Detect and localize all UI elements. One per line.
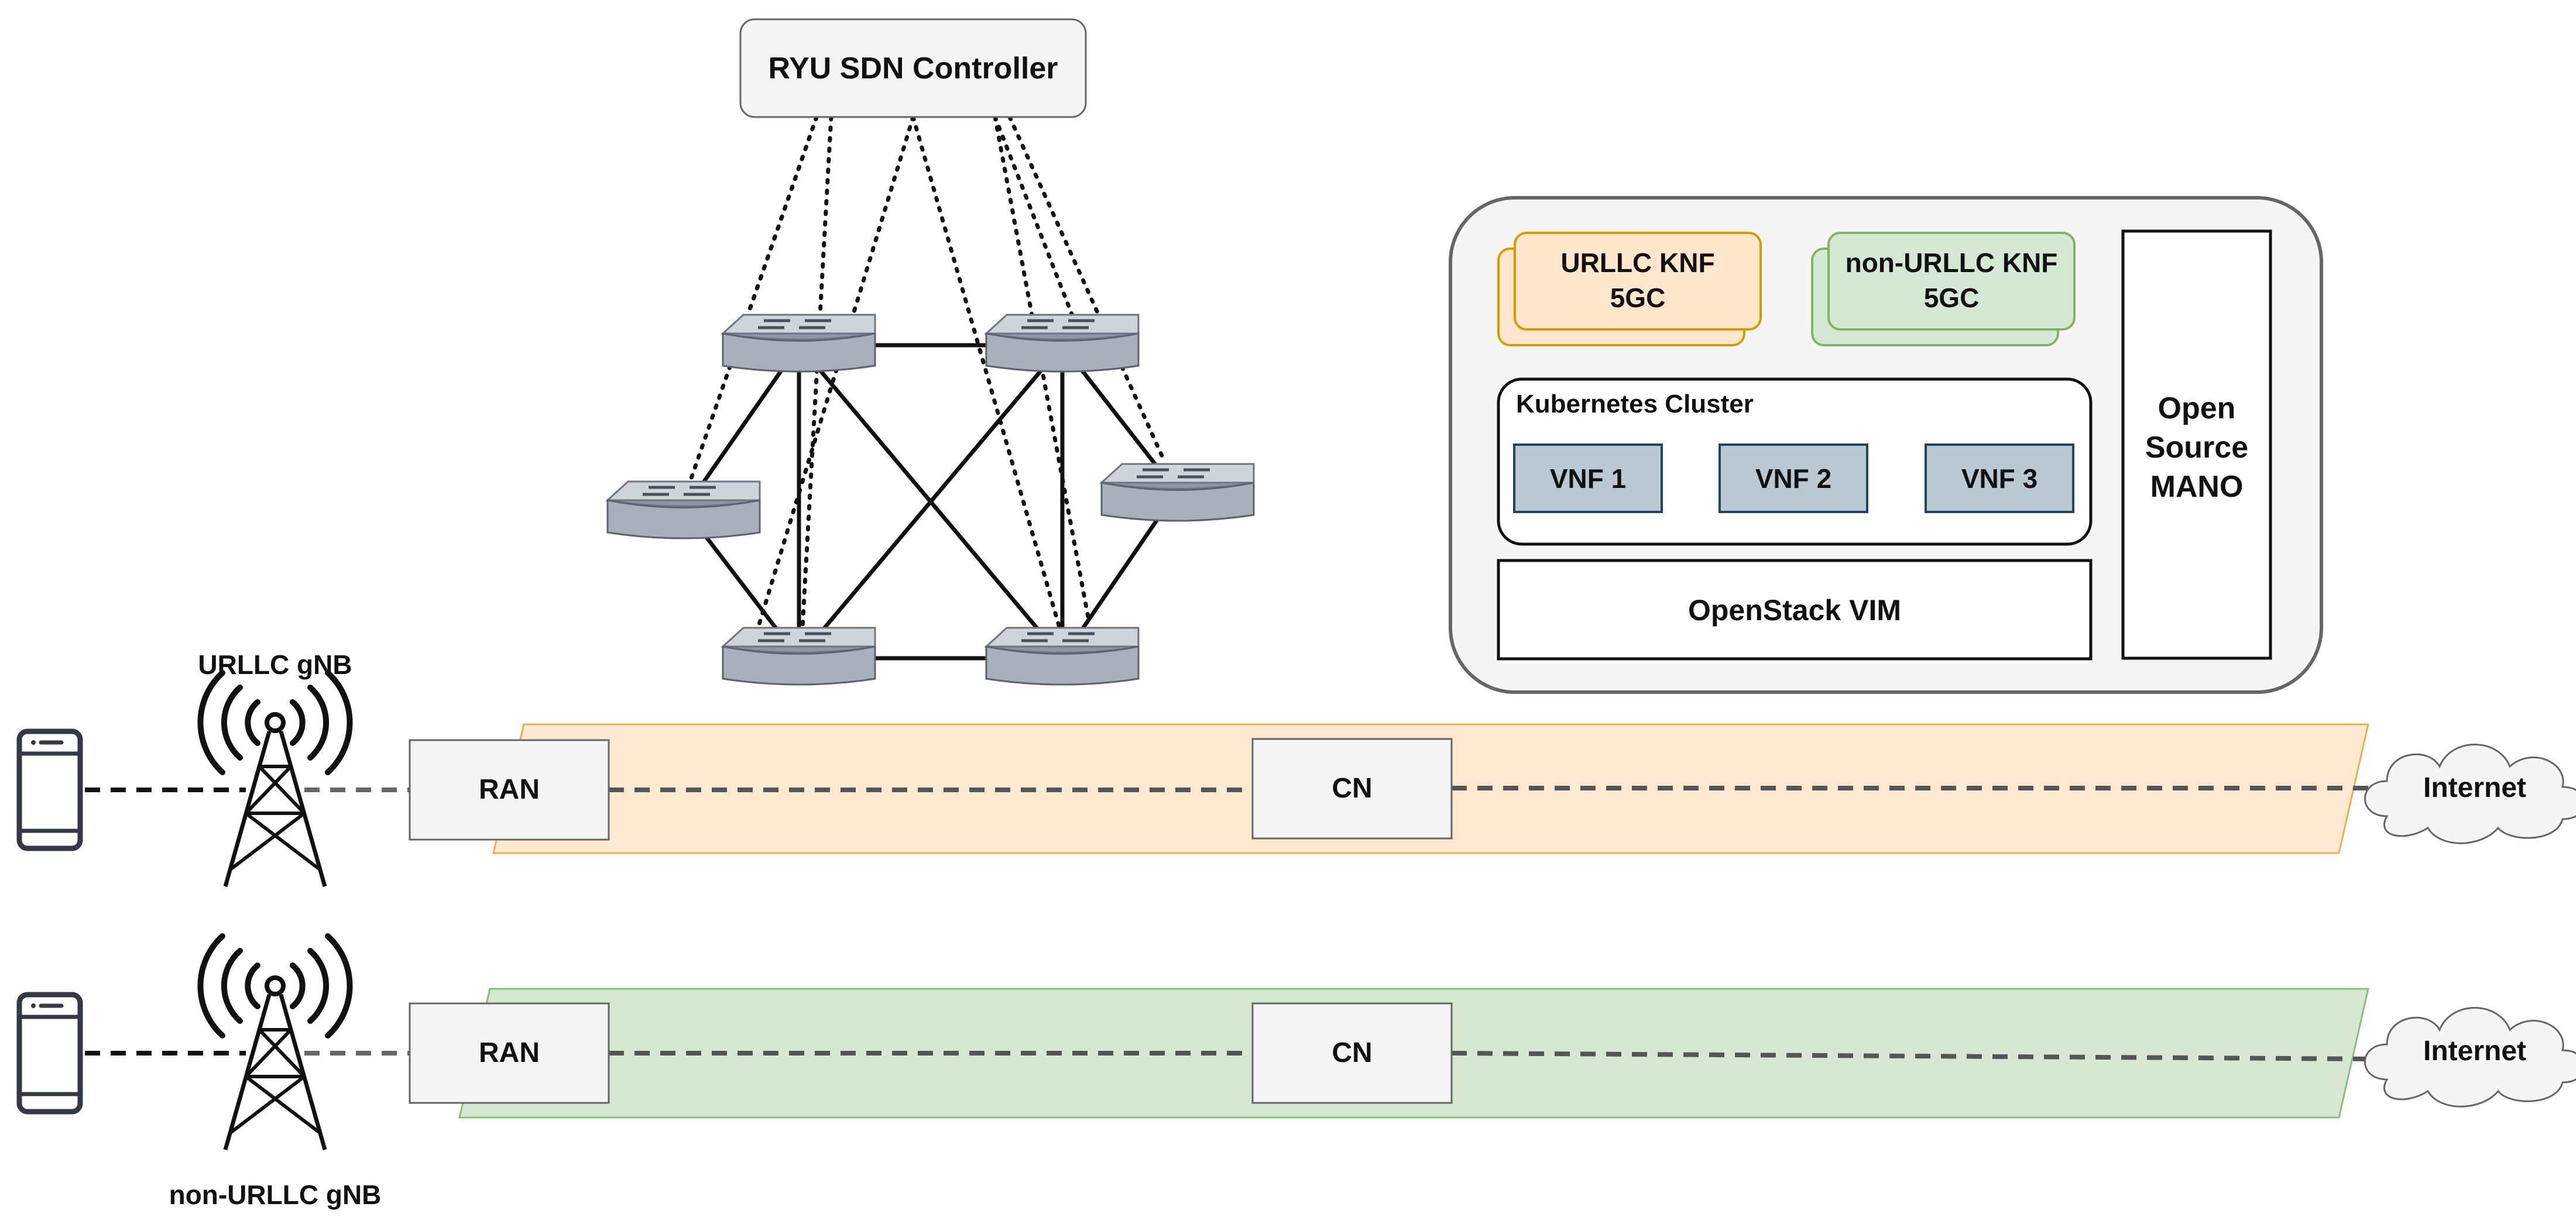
urllc-knf-sublabel: 5GC [1610, 283, 1666, 313]
non-urllc-knf-sublabel: 5GC [1924, 283, 1980, 313]
urllc-cn-label: CN [1332, 773, 1372, 804]
sdn-switch-5 [723, 628, 875, 685]
openstack-vim-label: OpenStack VIM [1688, 594, 1901, 627]
urllc-cn-box: CN [1251, 738, 1453, 840]
urllc-ran-box: RAN [409, 739, 610, 841]
vnf-2: VNF 2 [1719, 443, 1868, 513]
non-urllc-knf-label: non-URLLC KNF [1846, 247, 2058, 278]
non-urllc-ran-label: RAN [479, 1037, 540, 1068]
vnf-1-label: VNF 1 [1550, 463, 1626, 494]
vnf-2-label: VNF 2 [1755, 463, 1831, 494]
urllc-gnb-label: URLLC gNB [198, 649, 352, 680]
non-urllc-slice-row: non-URLLC gNB RAN CN Internet [19, 936, 2576, 1210]
urllc-knf-label: URLLC KNF [1560, 247, 1714, 278]
kubernetes-cluster: Kubernetes Cluster VNF 1 VNF 2 VNF 3 [1497, 377, 2093, 546]
openstack-vim: OpenStack VIM [1497, 559, 2093, 661]
vnf-3: VNF 3 [1925, 443, 2074, 513]
non-urllc-cn-box: CN [1251, 1002, 1453, 1104]
non-urllc-gnb-label: non-URLLC gNB [169, 1180, 382, 1210]
non-urllc-ran-box: RAN [409, 1002, 610, 1104]
urllc-ran-label: RAN [479, 774, 540, 805]
sdn-controller-box: RYU SDN Controller [739, 18, 1087, 118]
non-urllc-internet-label: Internet [2423, 1036, 2526, 1067]
sdn-switch-1 [723, 315, 875, 372]
non-urllc-cn-label: CN [1332, 1037, 1372, 1068]
open-source-mano: Open Source MANO [2121, 229, 2272, 660]
controller-control-links [688, 115, 1167, 640]
urllc-knf-stack: URLLC KNF 5GC [1497, 232, 1762, 346]
sdn-controller-label: RYU SDN Controller [769, 51, 1058, 85]
vnf-3-label: VNF 3 [1961, 463, 2038, 494]
non-urllc-knf-stack: non-URLLC KNF 5GC [1811, 232, 2076, 346]
kubernetes-cluster-label: Kubernetes Cluster [1516, 390, 1754, 418]
non-urllc-gnb-tower-icon [200, 936, 349, 1150]
mano-label-line2: Source [2145, 431, 2248, 465]
non-urllc-ue-phone-icon [19, 995, 80, 1112]
sdn-switch-3 [608, 482, 760, 538]
sdn-switch-4 [1102, 464, 1254, 521]
urllc-gnb-tower-icon [200, 673, 349, 886]
urllc-internet-label: Internet [2423, 772, 2526, 803]
non-urllc-internet-link [1451, 1051, 2380, 1061]
mano-label-line3: MANO [2150, 470, 2244, 504]
urllc-ue-phone-icon [19, 731, 80, 848]
sdn-switch-6 [986, 628, 1138, 685]
mano-label-line1: Open [2158, 391, 2236, 425]
vnf-1: VNF 1 [1513, 443, 1663, 513]
urllc-slice-row: URLLC gNB RAN CN Internet [19, 649, 2576, 886]
sdn-switch-2 [986, 315, 1138, 372]
mano-panel: URLLC KNF 5GC non-URLLC KNF 5GC Kubernet… [1449, 196, 2323, 694]
